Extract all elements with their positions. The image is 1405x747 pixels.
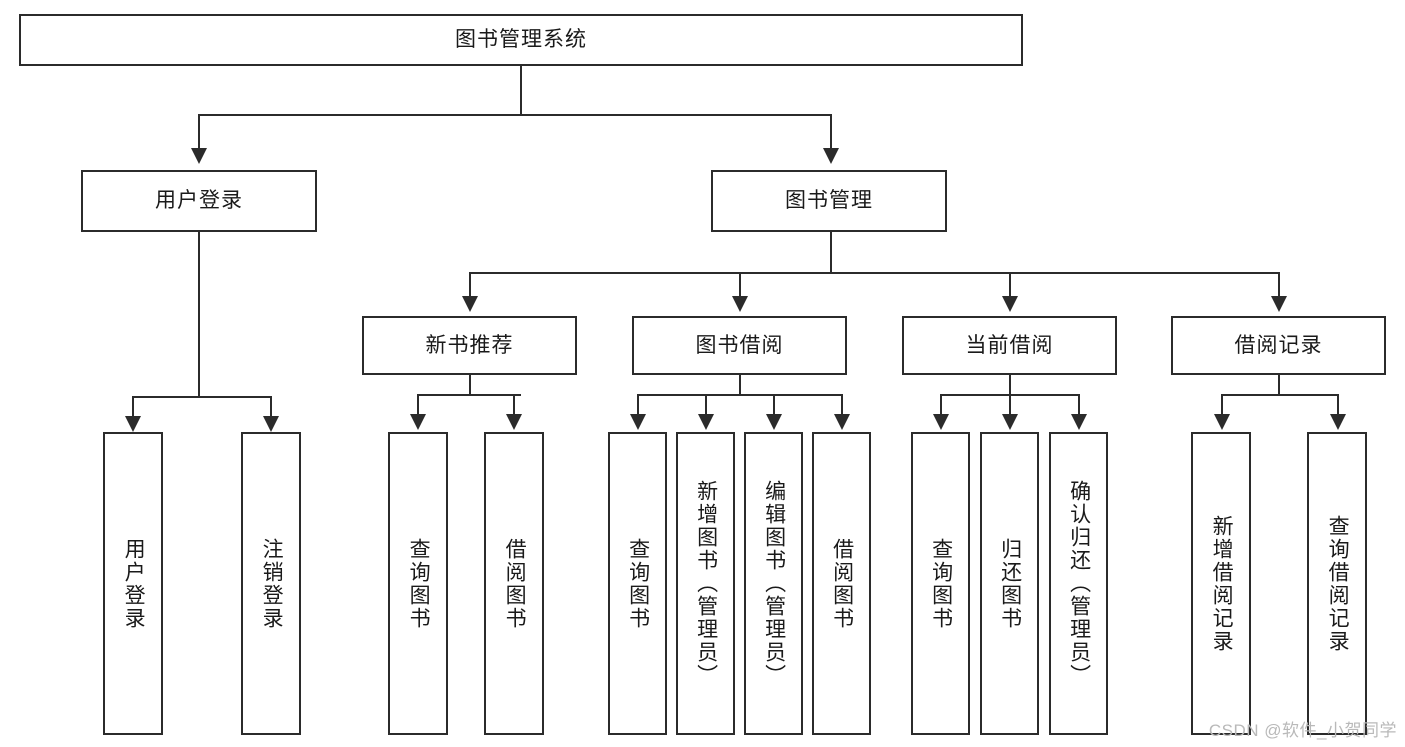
node-label: 新增图书（管理员） <box>694 480 718 687</box>
arrowhead-br-leaf1 <box>1214 414 1230 430</box>
leaf-user-login[interactable]: 用户登录 <box>103 432 163 735</box>
node-root-system[interactable]: 图书管理系统 <box>19 14 1023 66</box>
connector-book-borrow-stem <box>739 375 741 396</box>
arrowhead-user-login <box>191 148 207 164</box>
node-label: 用户登录 <box>155 189 243 213</box>
node-label: 借阅图书 <box>503 537 527 630</box>
node-label: 查询图书 <box>929 537 953 630</box>
connector-bb-leaf2 <box>705 394 707 416</box>
connector-to-book-borrow <box>739 272 741 298</box>
leaf-nb-query-book[interactable]: 查询图书 <box>388 432 448 735</box>
connector-to-book-manage <box>830 114 832 150</box>
node-label: 图书借阅 <box>695 333 784 357</box>
arrowhead-br-leaf2 <box>1330 414 1346 430</box>
arrowhead-nb-leaf1 <box>410 414 426 430</box>
connector-bb-leaf4 <box>841 394 843 416</box>
node-label: 图书管理系统 <box>455 28 587 52</box>
leaf-cb-return-book[interactable]: 归还图书 <box>980 432 1039 735</box>
connector-user-login-stem <box>198 232 200 398</box>
connector-cb-leaf1 <box>940 394 942 416</box>
connector-new-book-bus <box>417 394 521 396</box>
connector-level3-bus <box>469 272 1278 274</box>
connector-br-leaf2 <box>1337 394 1339 416</box>
arrowhead-leaf-logout <box>263 416 279 432</box>
arrowhead-book-borrow <box>732 296 748 312</box>
node-label: 借阅记录 <box>1234 333 1323 357</box>
node-label: 编辑图书（管理员） <box>762 480 786 687</box>
connector-to-user-login <box>198 114 200 150</box>
node-label: 当前借阅 <box>965 333 1054 357</box>
node-label: 新增借阅记录 <box>1210 514 1234 653</box>
leaf-br-query-record[interactable]: 查询借阅记录 <box>1307 432 1367 735</box>
leaf-bb-add-book-admin[interactable]: 新增图书（管理员） <box>676 432 735 735</box>
connector-to-current-borrow <box>1009 272 1011 298</box>
connector-br-leaf1 <box>1221 394 1223 416</box>
arrowhead-bb-leaf2 <box>698 414 714 430</box>
node-current-borrow[interactable]: 当前借阅 <box>902 316 1117 375</box>
leaf-bb-edit-book-admin[interactable]: 编辑图书（管理员） <box>744 432 803 735</box>
leaf-cb-confirm-return-admin[interactable]: 确认归还（管理员） <box>1049 432 1108 735</box>
connector-borrow-record-bus <box>1221 394 1337 396</box>
leaf-bb-borrow-book[interactable]: 借阅图书 <box>812 432 871 735</box>
leaf-cb-query-book[interactable]: 查询图书 <box>911 432 970 735</box>
connector-cb-leaf2 <box>1009 394 1011 416</box>
node-user-login[interactable]: 用户登录 <box>81 170 317 232</box>
connector-to-new-book <box>469 272 471 298</box>
connector-borrow-record-stem <box>1278 375 1280 396</box>
node-borrow-record[interactable]: 借阅记录 <box>1171 316 1386 375</box>
node-label: 查询图书 <box>626 537 650 630</box>
connector-new-book-leaf2 <box>513 394 515 416</box>
connector-book-borrow-bus <box>637 394 842 396</box>
arrowhead-cb-leaf1 <box>933 414 949 430</box>
arrowhead-bb-leaf4 <box>834 414 850 430</box>
node-label: 查询借阅记录 <box>1326 514 1350 653</box>
arrowhead-book-manage <box>823 148 839 164</box>
connector-cb-leaf3 <box>1078 394 1080 416</box>
connector-user-login-leaf1 <box>132 396 134 418</box>
leaf-bb-query-book[interactable]: 查询图书 <box>608 432 667 735</box>
connector-user-login-bus <box>132 396 272 398</box>
arrowhead-cb-leaf2 <box>1002 414 1018 430</box>
leaf-logout[interactable]: 注销登录 <box>241 432 301 735</box>
arrowhead-bb-leaf1 <box>630 414 646 430</box>
connector-root-stem <box>520 66 522 114</box>
leaf-nb-borrow-book[interactable]: 借阅图书 <box>484 432 544 735</box>
node-label: 查询图书 <box>407 537 431 630</box>
connector-user-login-leaf2 <box>270 396 272 418</box>
leaf-br-add-record[interactable]: 新增借阅记录 <box>1191 432 1251 735</box>
node-label: 新书推荐 <box>425 333 514 357</box>
node-label: 借阅图书 <box>830 537 854 630</box>
node-label: 图书管理 <box>785 189 873 213</box>
arrowhead-new-book <box>462 296 478 312</box>
node-label: 注销登录 <box>260 537 284 630</box>
connector-new-book-stem <box>469 375 471 396</box>
node-book-borrow[interactable]: 图书借阅 <box>632 316 847 375</box>
arrowhead-current-borrow <box>1002 296 1018 312</box>
node-label: 用户登录 <box>122 537 146 630</box>
connector-new-book-leaf1 <box>417 394 419 416</box>
arrowhead-nb-leaf2 <box>506 414 522 430</box>
node-label: 确认归还（管理员） <box>1067 480 1091 687</box>
node-new-book-recommend[interactable]: 新书推荐 <box>362 316 577 375</box>
connector-to-borrow-record <box>1278 272 1280 298</box>
arrowhead-cb-leaf3 <box>1071 414 1087 430</box>
arrowhead-leaf-user-login <box>125 416 141 432</box>
connector-current-borrow-stem <box>1009 375 1011 396</box>
connector-bb-leaf3 <box>773 394 775 416</box>
arrowhead-bb-leaf3 <box>766 414 782 430</box>
connector-bb-leaf1 <box>637 394 639 416</box>
node-book-management[interactable]: 图书管理 <box>711 170 947 232</box>
connector-root-bus <box>198 114 832 116</box>
arrowhead-borrow-record <box>1271 296 1287 312</box>
node-label: 归还图书 <box>998 537 1022 630</box>
connector-book-manage-stem <box>830 232 832 274</box>
